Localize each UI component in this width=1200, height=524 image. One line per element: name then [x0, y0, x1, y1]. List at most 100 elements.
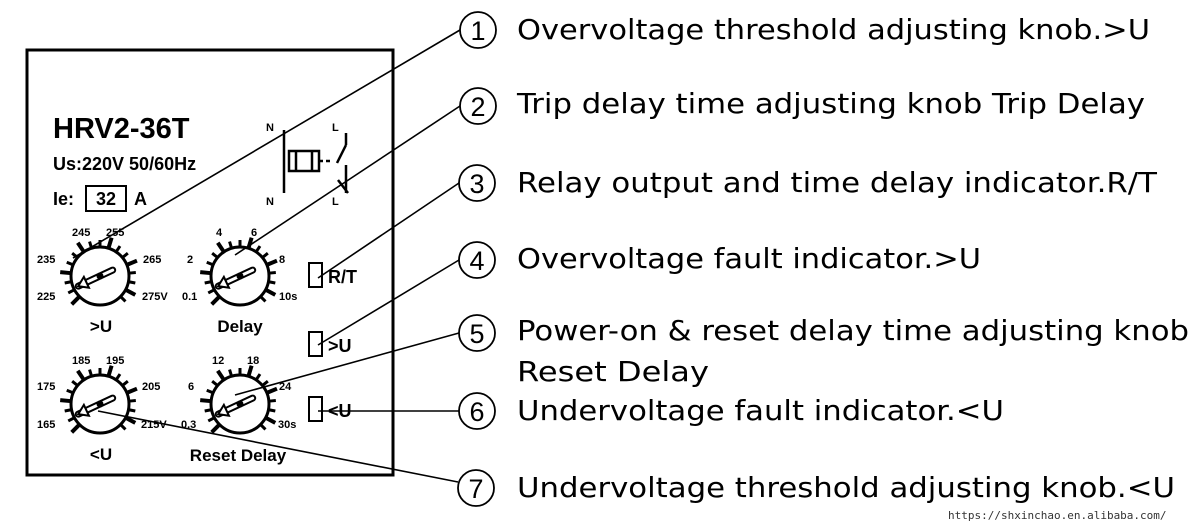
undervoltage-knob-tick	[76, 369, 85, 381]
delay-knob-tick	[216, 241, 225, 253]
undervoltage-knob-pointer-head	[76, 402, 91, 418]
callout-4: 4	[458, 241, 496, 279]
delay-knob-tick	[260, 296, 267, 303]
reset-knob-tick	[206, 388, 213, 394]
rt-indicator-label: R/T	[328, 267, 357, 287]
callout-6: 6	[458, 392, 496, 430]
overvoltage-knob-tick	[70, 295, 81, 306]
undervoltage-knob-tick	[106, 365, 114, 376]
callout-2-description: Trip delay time adjusting knob Trip Dela…	[516, 87, 1145, 120]
callout-5-description-line-2: Reset Delay	[517, 355, 709, 388]
overvoltage-knob-tick	[106, 237, 114, 248]
overvoltage-threshold-knob[interactable]	[59, 237, 138, 307]
overvoltage-knob-pointer-head	[76, 274, 91, 290]
undervoltage-knob-tick	[88, 369, 93, 376]
ov-scale-265: 265	[143, 254, 161, 266]
delay-knob-tick	[206, 260, 213, 266]
overvoltage-indicator-led	[308, 331, 323, 357]
reset-knob-pointer-head	[216, 402, 231, 418]
callout-3: 3	[458, 164, 496, 202]
reset-knob-tick	[207, 416, 215, 423]
undervoltage-indicator-led	[308, 396, 323, 422]
callout-1-number: 1	[470, 16, 485, 46]
delay-scale-8: 8	[279, 254, 285, 266]
reset-knob-tick	[260, 424, 267, 431]
reset-knob-label: Reset Delay	[190, 446, 287, 465]
undervoltage-threshold-knob[interactable]	[59, 365, 138, 435]
uv-scale-175: 175	[37, 381, 55, 393]
delay-knob-tick	[204, 280, 211, 285]
undervoltage-knob-tick	[71, 380, 78, 387]
ov-scale-225: 225	[37, 291, 55, 303]
reset-knob-hub	[236, 400, 244, 408]
watermark: https://shxinchao.en.alibaba.com/	[948, 509, 1167, 522]
leader-4	[317, 259, 460, 346]
undervoltage-knob-tick	[120, 424, 127, 431]
undervoltage-knob-tick	[125, 416, 137, 425]
reset-knob-tick	[269, 408, 276, 413]
overvoltage-knob-tick	[120, 296, 127, 303]
overvoltage-knob-tick	[66, 260, 73, 266]
callout-6-description: Undervoltage fault indicator.<U	[517, 394, 1004, 427]
reset-scale-12: 12	[212, 355, 224, 367]
reset-knob-tick	[204, 408, 211, 413]
overvoltage-knob-tick	[88, 241, 93, 248]
reset-knob-tick	[255, 373, 262, 380]
undervoltage-knob-tick	[126, 386, 138, 395]
callout-2-number: 2	[470, 92, 485, 122]
ov-scale-235: 235	[37, 254, 55, 266]
leader-2	[234, 105, 461, 256]
delay-scale-4: 4	[216, 227, 223, 239]
delay-knob-tick	[207, 288, 215, 295]
callout-7-number: 7	[468, 474, 483, 504]
overvoltage-knob-hub	[96, 272, 104, 280]
terminal-l-top: L	[332, 122, 339, 134]
callout-7: 7	[457, 469, 495, 507]
callout-4-number: 4	[469, 246, 484, 276]
uv-scale-215: 215V	[141, 419, 167, 431]
uv-scale-165: 165	[37, 419, 55, 431]
delay-knob-tick	[269, 270, 276, 275]
terminal-n-top: N	[266, 122, 274, 134]
supply-voltage: Us:220V 50/60Hz	[53, 154, 196, 174]
trip-delay-knob[interactable]	[199, 237, 278, 307]
delay-knob-tick	[211, 252, 218, 259]
reset-scale-18: 18	[247, 355, 259, 367]
uv-knob-label: <U	[90, 445, 112, 464]
overvoltage-knob-tick	[125, 288, 137, 297]
reset-knob-tick	[199, 398, 211, 404]
callout-4-description: Overvoltage fault indicator.>U	[517, 242, 981, 275]
callout-3-number: 3	[469, 169, 484, 199]
leader-1	[72, 29, 461, 259]
callout-1: 1	[459, 11, 497, 49]
delay-scale-01: 0.1	[182, 291, 197, 303]
reset-scale-30s: 30s	[278, 419, 296, 431]
reset-knob-tick	[265, 416, 277, 425]
overvoltage-knob-tick	[64, 280, 71, 285]
reset-knob-tick	[262, 380, 269, 387]
leader-lines	[72, 29, 461, 483]
leader-5	[234, 332, 460, 396]
delay-knob-tick	[199, 270, 211, 276]
undervoltage-knob-tick	[115, 373, 122, 380]
callout-7-description: Undervoltage threshold adjusting knob.<U	[517, 471, 1175, 504]
reset-knob-tick	[246, 365, 254, 376]
rt-indicator-led	[308, 262, 323, 288]
callout-1-description: Overvoltage threshold adjusting knob.>U	[517, 13, 1150, 46]
callout-6-number: 6	[469, 397, 484, 427]
overvoltage-knob-tick	[67, 288, 75, 295]
ov-scale-275: 275V	[142, 291, 168, 303]
callout-2: 2	[459, 87, 497, 125]
callout-5-description-line-1: Power-on & reset delay time adjusting kn…	[517, 314, 1189, 347]
delay-knob-tick	[269, 280, 276, 285]
uv-scale-185: 185	[72, 355, 90, 367]
undervoltage-knob-tick	[122, 380, 129, 387]
ov-knob-label: >U	[90, 317, 112, 336]
model-title: HRV2-36T	[53, 113, 190, 145]
delay-scale-6: 6	[251, 227, 257, 239]
rated-current-prefix: Ie:	[53, 189, 74, 209]
reset-knob-tick	[228, 369, 233, 376]
delay-knob-hub	[236, 272, 244, 280]
reset-scale-6: 6	[188, 381, 194, 393]
